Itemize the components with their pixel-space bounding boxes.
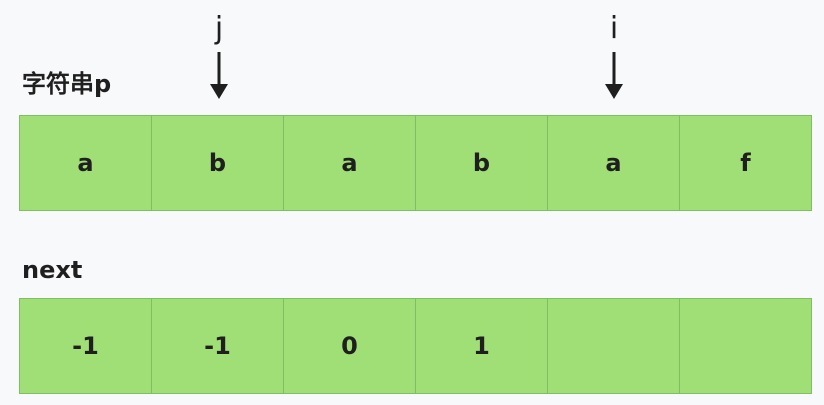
down-arrow-icon (605, 52, 623, 99)
string-p-cell: b (152, 116, 284, 210)
next-array-cell: 0 (284, 299, 416, 393)
pointer-i-label: i (609, 11, 619, 46)
pointer-j: j (204, 14, 234, 100)
string-p-cell: b (416, 116, 548, 210)
string-p-cell: f (680, 116, 811, 210)
pointer-i: i (599, 14, 629, 100)
string-p-row: a b a b a f (19, 115, 812, 211)
string-p-label: 字符串p (22, 70, 112, 98)
next-array-cell (680, 299, 811, 393)
string-p-cell: a (284, 116, 416, 210)
next-array-row: -1 -1 0 1 (19, 298, 812, 394)
down-arrow-icon (210, 52, 228, 99)
string-p-cell: a (548, 116, 680, 210)
next-array-cell (548, 299, 680, 393)
next-array-cell: 1 (416, 299, 548, 393)
next-array-label: next (22, 256, 83, 284)
pointer-j-label: j (214, 11, 224, 46)
string-p-cell: a (20, 116, 152, 210)
next-array-cell: -1 (152, 299, 284, 393)
next-array-cell: -1 (20, 299, 152, 393)
